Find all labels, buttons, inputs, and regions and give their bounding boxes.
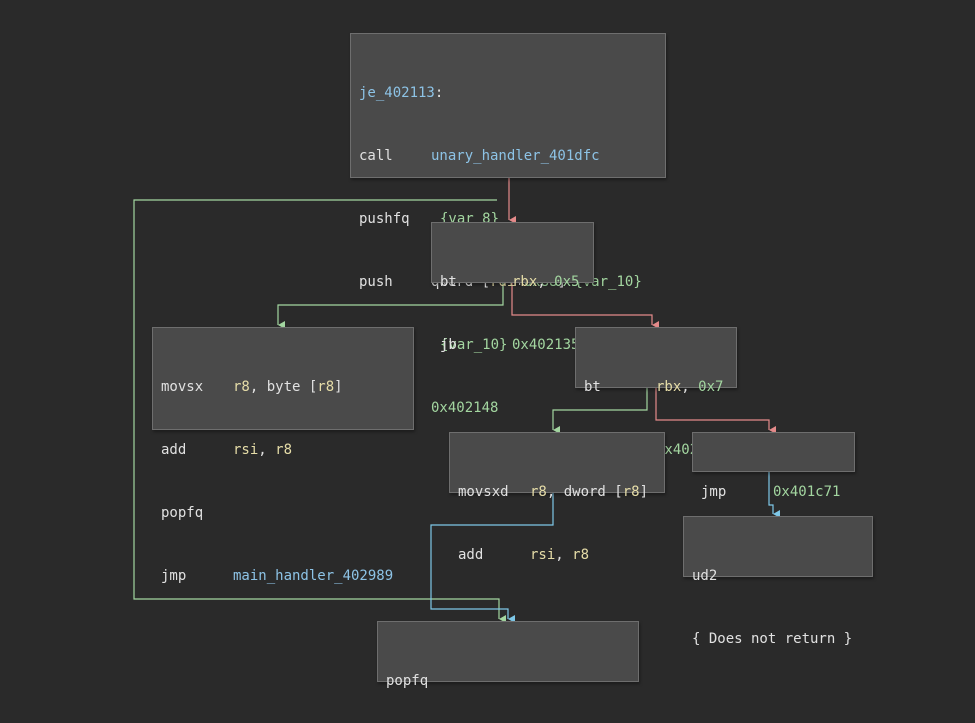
instruction-line[interactable]: jmp main_handler_402989 <box>161 566 405 587</box>
mnemonic: add <box>458 547 484 563</box>
block-label-line: je_402113: <box>359 83 657 104</box>
edge-b2-to-b3 <box>277 283 504 329</box>
immediate[interactable]: 0x5 <box>554 274 580 290</box>
call-target-symbol[interactable]: unary_handler_401dfc <box>431 148 600 164</box>
branch-target-address[interactable]: 0x402148 <box>431 400 499 416</box>
operand-text: , <box>258 442 276 458</box>
mnemonic: popfq <box>161 505 204 521</box>
mnemonic: ud2 <box>692 568 718 584</box>
edge-b2-to-b4 <box>511 283 659 329</box>
basic-block-jmp-401c71[interactable]: jmp 0x401c71 <box>692 432 855 500</box>
branch-target-address[interactable]: 0x401c71 <box>773 484 841 500</box>
instruction-line[interactable]: movsx r8, byte [r8] <box>161 377 405 398</box>
register[interactable]: rsi <box>530 547 556 563</box>
label-colon: : <box>434 85 444 101</box>
basic-block-ud2[interactable]: ud2 { Does not return } <box>683 516 873 647</box>
mnemonic: movsx <box>161 379 204 395</box>
stack-var[interactable]: {var_10} <box>440 337 508 353</box>
instruction-line[interactable]: bt rbx, 0x5 <box>440 272 585 293</box>
mnemonic: movsxd <box>458 484 509 500</box>
instruction-line[interactable]: jb 0x402135 <box>440 335 585 356</box>
edge-b5-to-b8 <box>430 493 554 623</box>
jump-target-symbol[interactable]: main_handler_402989 <box>233 568 394 584</box>
operand-text: ] <box>334 379 343 395</box>
mnemonic: call <box>359 148 393 164</box>
mnemonic: pushfq <box>359 211 410 227</box>
instruction-line[interactable]: add rsi, r8 <box>458 545 656 566</box>
annotation-text: { Does not return } <box>692 631 853 647</box>
no-return-annotation: { Does not return } <box>692 629 864 650</box>
edge-b1-to-b8 <box>133 199 506 623</box>
register[interactable]: rbx <box>512 274 538 290</box>
immediate[interactable]: 0x7 <box>698 379 724 395</box>
register[interactable]: r8 <box>317 379 335 395</box>
register[interactable]: r8 <box>233 379 250 395</box>
edge-b4-to-b6 <box>655 388 776 434</box>
instruction-line[interactable]: jmp 0x401c71 <box>701 482 846 503</box>
register[interactable]: r8 <box>622 484 640 500</box>
register[interactable]: r8 <box>530 484 547 500</box>
operand-text: , <box>555 547 573 563</box>
instruction-line[interactable]: add rsi, r8 <box>161 440 405 461</box>
mnemonic: push <box>359 274 393 290</box>
basic-block-je-402113[interactable]: je_402113: call unary_handler_401dfc push… <box>350 33 666 416</box>
operand-text: ] <box>639 484 649 500</box>
branch-target-address[interactable]: 0x402135 <box>512 337 580 353</box>
instruction-line[interactable]: ud2 <box>692 566 864 587</box>
register[interactable]: r8 <box>275 442 293 458</box>
mnemonic: jb <box>440 337 457 353</box>
mnemonic: bt <box>440 274 457 290</box>
block-label[interactable]: je_402113 <box>359 85 435 101</box>
register[interactable]: r8 <box>572 547 590 563</box>
operand-text: , <box>681 379 699 395</box>
operand-text: , <box>537 274 555 290</box>
edge-b4-to-b5 <box>552 388 648 434</box>
operand-text: , dword [ <box>546 484 623 500</box>
instruction-line[interactable]: movsxd r8, dword [r8] <box>458 482 656 503</box>
instruction-line[interactable]: popfq <box>386 671 630 692</box>
operand-text: , byte [ <box>249 379 318 395</box>
mnemonic: jmp <box>701 484 727 500</box>
mnemonic: popfq <box>386 673 429 689</box>
register[interactable]: rbx <box>656 379 682 395</box>
edge-b6-to-b7 <box>768 472 780 518</box>
mnemonic: jmp <box>161 568 187 584</box>
register[interactable]: rsi <box>233 442 259 458</box>
mnemonic: bt <box>584 379 601 395</box>
mnemonic: add <box>161 442 187 458</box>
basic-block-bt-rbx-5[interactable]: bt rbx, 0x5 jb 0x402135 <box>431 222 594 353</box>
instruction-line[interactable]: bt rbx, 0x7 <box>584 377 728 398</box>
instruction-line[interactable]: popfq <box>161 503 405 524</box>
instruction-line[interactable]: call unary_handler_401dfc <box>359 146 657 167</box>
